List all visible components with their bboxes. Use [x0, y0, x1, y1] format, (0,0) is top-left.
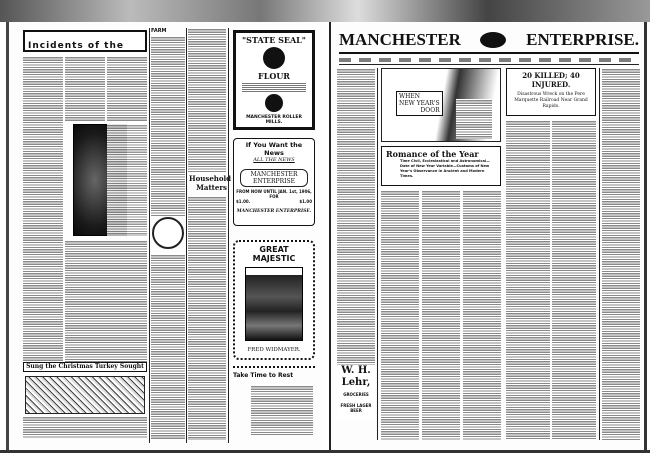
clock-diagram: [152, 217, 184, 249]
household-heading: Household Matters: [189, 174, 232, 192]
disaster-headline-box: 20 KILLED; 40 INJURED. Disastrous Wreck …: [506, 68, 596, 116]
text-column: [188, 196, 226, 440]
matters-word: Matters: [196, 183, 227, 192]
left-newspaper-page: Incidents of the Nativity Sung the Chris…: [6, 22, 324, 450]
flour-label: FLOUR: [258, 71, 290, 81]
news-ad-subtitle: ALL THE NEWS: [253, 157, 295, 163]
text-column: [422, 190, 460, 440]
masthead-seal-icon: [480, 32, 507, 48]
right-newspaper-page: MANCHESTER ENTERPRISE. W. H. Lehr, GROCE…: [329, 22, 647, 450]
masthead-rule: [339, 64, 639, 65]
text-column: [602, 68, 640, 440]
turkey-headline: Sung the Christmas Turkey Sought to Sing: [26, 363, 144, 370]
seal-emblem-icon: [265, 94, 283, 112]
rest-ad: Take Time to Rest: [233, 366, 315, 440]
mill-name: MANCHESTER ROLLER MILLS.: [246, 115, 302, 125]
masthead-left: MANCHESTER: [339, 30, 461, 49]
text-column: [188, 28, 226, 172]
seal-emblem-icon: [263, 47, 285, 69]
scan-top-edge: [0, 0, 650, 22]
masthead-right: ENTERPRISE.: [526, 30, 639, 49]
price-left: $1.00.: [236, 199, 251, 204]
news-signature: MANCHESTER ENTERPRISE.: [236, 209, 312, 214]
rest-title: Take Time to Rest: [233, 372, 294, 379]
column-rule: [228, 28, 229, 443]
lehr-ad: W. H. Lehr, GROCERIES FRESH LAGER BEER: [337, 365, 375, 419]
paper-name-line1: MANCHESTER: [250, 171, 298, 178]
news-ad-title: If You Want the News: [245, 141, 303, 157]
text-column: [456, 99, 492, 139]
masthead: MANCHESTER ENTERPRISE.: [339, 28, 639, 54]
text-column: [151, 254, 185, 440]
nativity-headline: Incidents of the Nativity: [28, 41, 124, 51]
price-right: $1.00: [299, 199, 312, 204]
text-column: [251, 385, 313, 435]
new-year-word3: DOOR: [420, 107, 440, 114]
text-column: [65, 240, 147, 368]
new-year-illustration: WHEN NEW YEAR'S DOOR: [381, 68, 501, 142]
lehr-item: FRESH LAGER BEER: [340, 403, 372, 413]
nativity-headline-box: Incidents of the Nativity: [23, 30, 147, 52]
household-word: Household: [189, 174, 232, 183]
farm-column-heading: FARM: [151, 28, 167, 34]
paper-name-line2: ENTERPRISE: [253, 178, 295, 185]
stove-illustration: [245, 267, 303, 341]
state-seal-title: "STATE SEAL": [242, 35, 306, 45]
turkey-illustration: [25, 376, 145, 414]
romance-headline-box: Romance of the Year Time Civil, Ecclesia…: [381, 146, 501, 186]
text-column: [107, 56, 147, 122]
disaster-headline: 20 KILLED; 40 INJURED.: [522, 71, 580, 89]
text-column: [463, 190, 501, 440]
state-seal-ad: "STATE SEAL" FLOUR MANCHESTER ROLLER MIL…: [233, 30, 315, 130]
text-column: [506, 120, 550, 440]
news-subscription-ad: If You Want the News ALL THE NEWS MANCHE…: [233, 138, 315, 226]
disaster-subhead: Disastrous Wreck on the Pere Marquette R…: [514, 92, 588, 109]
text-column: [381, 190, 419, 440]
scan-bottom-edge: [0, 450, 650, 465]
new-year-word2: NEW YEAR'S: [399, 100, 440, 107]
new-year-word1: WHEN: [399, 93, 421, 100]
column-rule: [186, 28, 187, 443]
column-rule: [599, 68, 600, 440]
turkey-headline-box: Sung the Christmas Turkey Sought to Sing: [23, 362, 147, 372]
lehr-name: W. H. Lehr,: [341, 365, 371, 388]
text-column: [23, 416, 147, 438]
romance-title: Romance of the Year: [386, 149, 479, 159]
column-rule: [377, 68, 378, 440]
majestic-title: GREAT MAJESTIC: [252, 245, 296, 263]
majestic-dealer: FRED WIDMAYER.: [247, 347, 301, 353]
text-column: [107, 124, 147, 236]
great-majestic-ad: GREAT MAJESTIC FRED WIDMAYER.: [233, 240, 315, 360]
news-offer: FROM NOW UNTIL JAN. 1st, 1906, FOR: [236, 189, 312, 199]
text-column: [65, 56, 105, 122]
lehr-trade: GROCERIES: [343, 392, 369, 397]
text-column: [151, 36, 185, 216]
text-column: [337, 68, 375, 368]
column-rule: [149, 28, 150, 443]
text-column: [552, 120, 596, 440]
dateline: [339, 58, 639, 62]
romance-subtitle: Time Civil, Ecclesiastical and Astronomi…: [400, 159, 490, 178]
text-column: [23, 56, 63, 368]
